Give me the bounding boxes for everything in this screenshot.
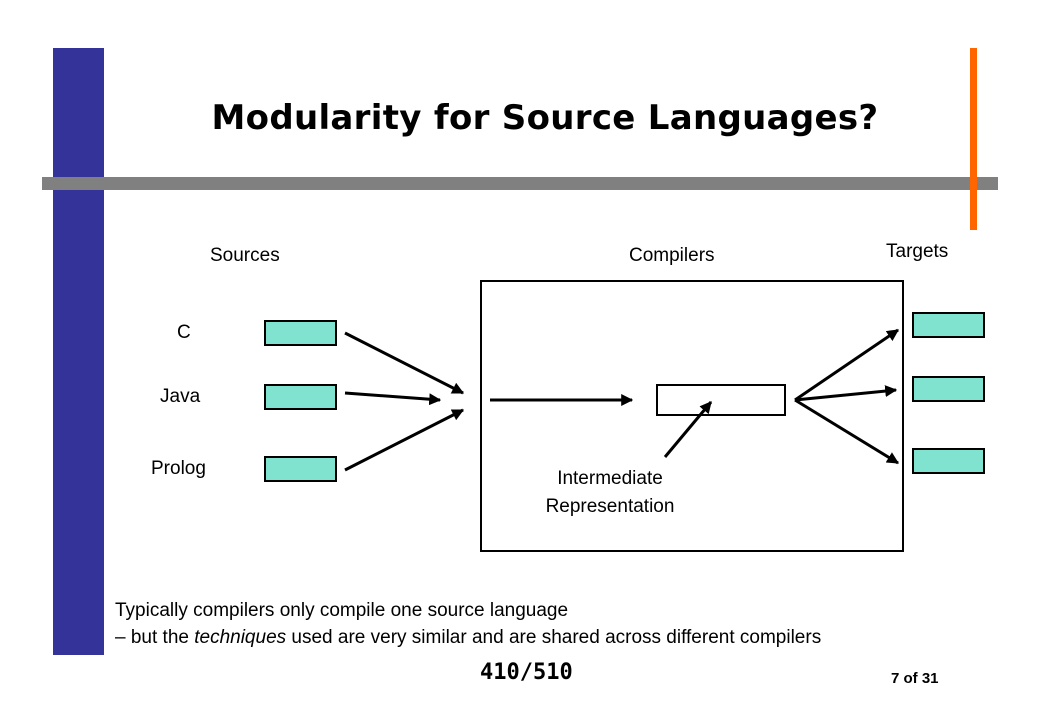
ir-label: Intermediate Representation bbox=[520, 465, 700, 521]
ir-label-line2: Representation bbox=[545, 496, 675, 517]
footnote-text: Typically compilers only compile one sou… bbox=[115, 597, 821, 651]
source-box-java bbox=[264, 384, 337, 410]
arrow-ir-to-target-2 bbox=[794, 385, 898, 402]
ir-label-line1: Intermediate bbox=[557, 468, 663, 489]
source-label-java: Java bbox=[160, 386, 201, 407]
arrow-c-to-compiler bbox=[344, 331, 465, 395]
page-number: 7 of 31 bbox=[891, 670, 939, 687]
arrow-ir-to-target-1 bbox=[794, 328, 899, 402]
right-accent-bar bbox=[970, 48, 977, 230]
course-number: 410/510 bbox=[480, 660, 573, 685]
source-label-prolog: Prolog bbox=[151, 458, 206, 479]
note-line-2: – but the techniques used are very simil… bbox=[115, 624, 821, 651]
target-box-1 bbox=[912, 312, 985, 338]
left-accent-bar bbox=[53, 48, 104, 655]
note-line-2-suffix: used are very similar and are shared acr… bbox=[286, 627, 822, 648]
arrow-java-to-compiler bbox=[344, 391, 442, 406]
source-box-prolog bbox=[264, 456, 337, 482]
source-box-c bbox=[264, 320, 337, 346]
arrow-ir-to-target-3 bbox=[794, 398, 900, 465]
target-box-3 bbox=[912, 448, 985, 474]
note-line-2-emphasis: techniques bbox=[194, 627, 287, 648]
compilers-header: Compilers bbox=[629, 245, 715, 266]
note-line-1: Typically compilers only compile one sou… bbox=[115, 600, 569, 621]
target-box-2 bbox=[912, 376, 985, 402]
sources-header: Sources bbox=[210, 245, 280, 266]
arrow-label-to-ir bbox=[663, 401, 713, 458]
ir-box bbox=[656, 384, 786, 416]
compiler-box bbox=[480, 280, 904, 552]
targets-header: Targets bbox=[886, 241, 949, 262]
arrow-prolog-to-compiler bbox=[344, 408, 465, 472]
source-label-c: C bbox=[177, 322, 191, 343]
note-line-2-prefix: – but the bbox=[115, 627, 195, 648]
slide-title: Modularity for Source Languages? bbox=[211, 98, 879, 138]
title-divider bbox=[42, 177, 998, 190]
